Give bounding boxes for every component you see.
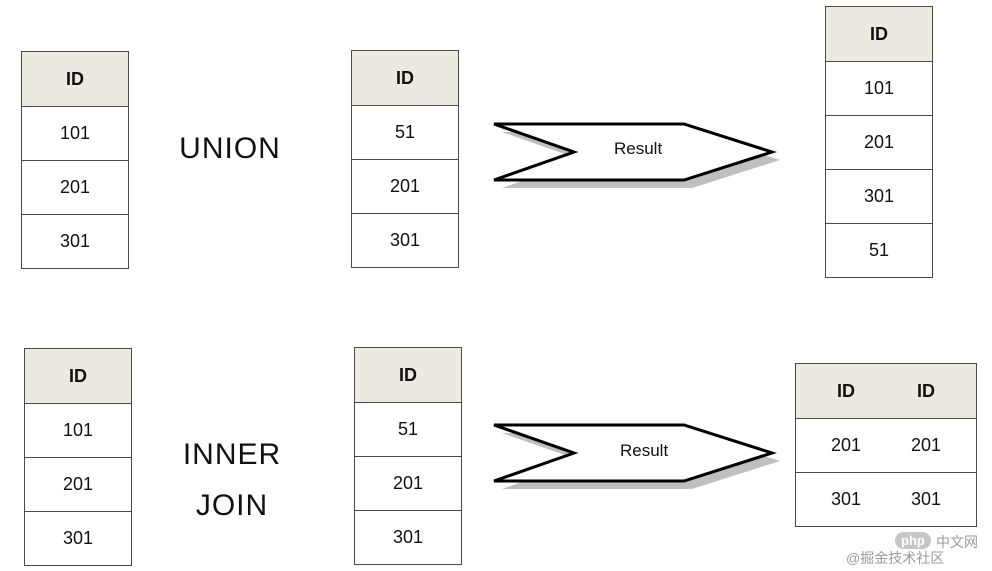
header-cell: ID <box>399 364 417 385</box>
header-cell: ID <box>66 68 84 89</box>
table-row: 201 <box>826 115 932 169</box>
table-row: 201 201 <box>796 418 976 472</box>
header-cell: ID <box>396 67 414 88</box>
cell: 101 <box>863 78 895 98</box>
cell: 51 <box>394 122 416 142</box>
cell: 301 <box>910 489 942 509</box>
watermark-text-2: @掘金技术社区 <box>846 550 945 566</box>
table-row: 301 <box>352 213 458 267</box>
table-header: ID <box>25 349 131 403</box>
cell: 101 <box>62 420 94 440</box>
table-header: ID ID <box>796 364 976 418</box>
table-header: ID <box>352 51 458 105</box>
join-operator-line2: JOIN <box>195 489 269 522</box>
union-result-arrow-icon <box>493 122 780 188</box>
table-row: 101 <box>25 403 131 457</box>
table-row: 51 <box>355 402 461 456</box>
table-row: 201 <box>25 457 131 511</box>
table-row: 51 <box>352 105 458 159</box>
header-cell: ID <box>870 23 888 44</box>
cell: 201 <box>62 474 94 494</box>
cell: 201 <box>863 132 895 152</box>
cell: 51 <box>397 419 419 439</box>
header-cell: ID <box>917 380 935 401</box>
table-row: 301 <box>355 510 461 564</box>
table-row: 301 <box>22 214 128 268</box>
table-row: 301 301 <box>796 472 976 526</box>
table-row: 101 <box>826 61 932 115</box>
cell: 301 <box>389 230 421 250</box>
table-row: 101 <box>22 106 128 160</box>
union-operator-label: UNION <box>179 132 281 165</box>
join-result-table: ID ID 201 201 301 301 <box>795 363 977 527</box>
cell: 51 <box>868 240 890 260</box>
cell: 201 <box>59 177 91 197</box>
table-row: 301 <box>826 169 932 223</box>
cell: 301 <box>830 489 862 509</box>
cell: 301 <box>59 231 91 251</box>
cell: 201 <box>389 176 421 196</box>
cell: 301 <box>62 528 94 548</box>
table-header: ID <box>355 348 461 402</box>
cell: 201 <box>830 435 862 455</box>
union-right-table: ID 51 201 301 <box>351 50 459 268</box>
table-row: 301 <box>25 511 131 565</box>
cell: 301 <box>863 186 895 206</box>
header-cell: ID <box>69 365 87 386</box>
join-left-table: ID 101 201 301 <box>24 348 132 566</box>
cell: 201 <box>392 473 424 493</box>
table-header: ID <box>22 52 128 106</box>
cell: 301 <box>392 527 424 547</box>
table-row: 201 <box>22 160 128 214</box>
table-header: ID <box>826 7 932 61</box>
watermark-badge: php <box>895 532 931 549</box>
join-right-table: ID 51 201 301 <box>354 347 462 565</box>
join-arrow-label: Result <box>620 441 669 460</box>
table-row: 201 <box>355 456 461 510</box>
union-left-table: ID 101 201 301 <box>21 51 129 269</box>
join-result-arrow-icon <box>493 423 780 489</box>
table-row: 201 <box>352 159 458 213</box>
union-arrow-label: Result <box>614 139 663 158</box>
union-result-table: ID 101 201 301 51 <box>825 6 933 278</box>
table-row: 51 <box>826 223 932 277</box>
watermark-text: 中文网 <box>936 534 978 550</box>
header-cell: ID <box>837 380 855 401</box>
cell: 101 <box>59 123 91 143</box>
cell: 201 <box>910 435 942 455</box>
join-operator-line1: INNER <box>182 438 282 471</box>
